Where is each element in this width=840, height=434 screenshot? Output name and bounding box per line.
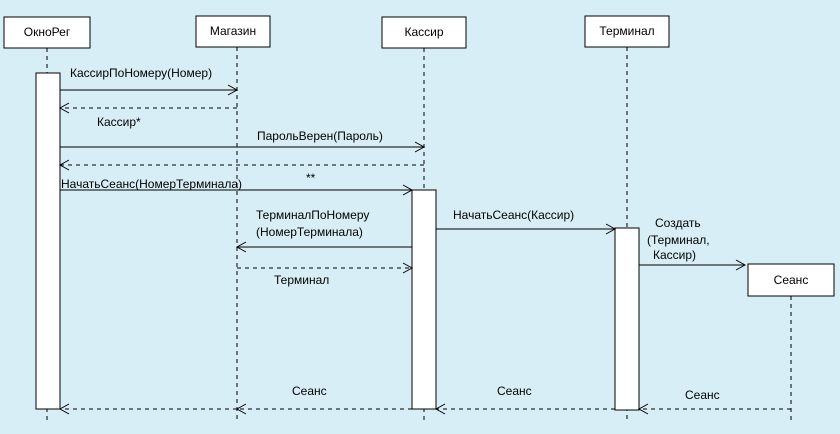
return-seans-to-okno-reg <box>58 403 237 415</box>
return-kassir-label: Кассир* <box>97 115 141 129</box>
participant-terminal: Терминал <box>584 15 670 48</box>
participant-magazin-label: Магазин <box>210 24 256 38</box>
message-sozdat-label-2: (Терминал, <box>647 233 710 247</box>
message-nachat-seans-nomer: НачатьСеанс(НомерТерминала) <box>60 177 414 196</box>
return-seans-to-kassir: Сеанс <box>434 384 615 415</box>
participant-okno-reg-label: ОкноРег <box>24 25 71 39</box>
message-nachat-seans-kassir-label: НачатьСеанс(Кассир) <box>453 208 574 222</box>
return-terminal: Терминал <box>237 262 414 287</box>
message-terminal-po-nomeru: ТерминалПоНомеру (НомерТерминала) <box>235 208 412 253</box>
participant-terminal-label: Терминал <box>599 24 654 38</box>
message-nachat-seans-kassir: НачатьСеанс(Кассир) <box>436 208 617 235</box>
return-kassir: Кассир* <box>58 102 237 129</box>
return-terminal-label: Терминал <box>274 273 329 287</box>
message-parol-veren: ПарольВерен(Пароль) <box>60 129 426 153</box>
return-parol-label: ** <box>306 171 316 185</box>
return-seans-to-terminal-label: Сеанс <box>685 388 720 402</box>
message-nachat-seans-nomer-label: НачатьСеанс(НомерТерминала) <box>61 177 242 191</box>
participant-seans: Сеанс <box>747 263 835 297</box>
participant-seans-label: Сеанс <box>774 273 809 287</box>
message-sozdat-label-3: Кассир) <box>653 248 696 262</box>
message-kassir-po-nomeru: КассирПоНомеру(Номер) <box>60 66 239 96</box>
activation-kassir <box>411 189 437 410</box>
activation-terminal <box>614 227 640 411</box>
message-sozdat-label-1: Создать <box>655 216 701 230</box>
return-seans-to-kassir-label: Сеанс <box>497 384 532 398</box>
return-seans-to-magazin: Сеанс <box>235 384 412 415</box>
activation-okno-reg <box>35 72 61 410</box>
message-parol-veren-label: ПарольВерен(Пароль) <box>257 129 383 143</box>
message-terminal-po-nomeru-label-1: ТерминалПоНомеру <box>256 208 369 222</box>
return-seans-to-magazin-label: Сеанс <box>292 384 327 398</box>
message-terminal-po-nomeru-label-2: (НомерТерминала) <box>256 225 363 239</box>
participant-kassir: Кассир <box>381 16 467 49</box>
return-parol: ** <box>58 159 424 185</box>
participant-okno-reg: ОкноРег <box>3 16 91 49</box>
message-kassir-po-nomeru-label: КассирПоНомеру(Номер) <box>70 66 212 80</box>
return-seans-to-terminal: Сеанс <box>637 388 791 415</box>
participant-magazin: Магазин <box>195 15 271 48</box>
message-sozdat: Создать (Терминал, Кассир) <box>639 216 747 271</box>
participant-kassir-label: Кассир <box>404 25 443 39</box>
